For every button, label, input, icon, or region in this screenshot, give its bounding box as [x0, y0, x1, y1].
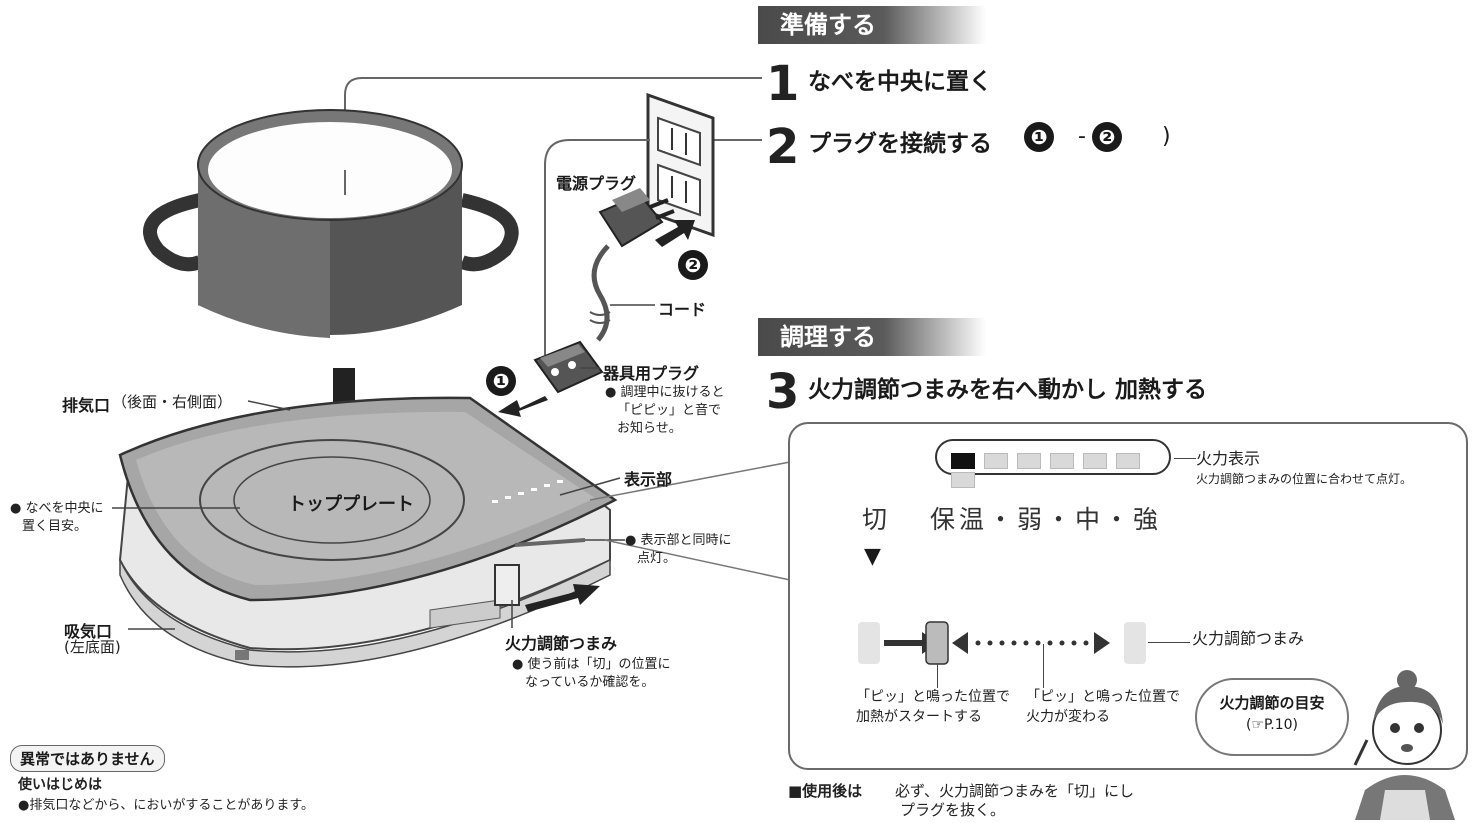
step-2-number: 2 [766, 119, 800, 175]
indicator-leader [1174, 458, 1196, 459]
heat-indicator-segments [951, 450, 1149, 488]
display-sync-note-1: ● 表示部と同時に [625, 533, 732, 548]
power-cord [591, 244, 610, 342]
start-leader [937, 664, 938, 688]
power-plug-illustration [598, 188, 675, 248]
push-arrow-icon [655, 220, 695, 247]
banner-prepare: 準備する [758, 6, 986, 44]
notice-head: 使いはじめは [18, 777, 102, 793]
step-2-close-paren: ) [1162, 124, 1171, 149]
after-use-line-1: 必ず、火力調節つまみを「切」にし [895, 782, 1134, 800]
start-note-1: 「ピッ」と鳴った位置で [856, 689, 1010, 705]
exhaust-note: （後面・右側面） [112, 393, 233, 411]
heat-control-panel: 火力表示 火力調節つまみの位置に合わせて点灯。 切 保温・弱・中・強 ▼ 火力調… [788, 422, 1468, 770]
heat-levels-label: 保温・弱・中・強 [930, 505, 1163, 534]
exhaust-label: 排気口 [62, 396, 111, 415]
heat-indicator-segment [1017, 452, 1041, 469]
knob-label: 火力調節つまみ [505, 634, 618, 653]
display-part-label: 表示部 [624, 470, 673, 489]
after-use-head: ■使用後は [788, 782, 863, 800]
knob-note-2: なっているか確認を。 [525, 675, 655, 690]
panel-connector [589, 461, 791, 501]
heat-indicator-segment [1083, 452, 1107, 469]
start-note-2: 加熱がスタートする [856, 709, 982, 725]
change-note-2: 火力が変わる [1026, 709, 1110, 725]
step-2-ref-2: ❷ [1092, 122, 1122, 152]
appliance-plug-note-3: お知らせ。 [617, 421, 682, 436]
pot-illustration [143, 109, 519, 338]
center-guide-note-2: 置く目安。 [22, 519, 88, 534]
appliance-plug-note-2: 「ピピッ」と音で [617, 403, 722, 418]
step-3-number: 3 [766, 364, 800, 420]
power-plug-label: 電源プラグ [556, 174, 637, 193]
intake-label: 吸気口 [64, 622, 113, 641]
heat-guide-bubble: 火力調節の目安 (☞P.10) [1195, 678, 1349, 756]
appliance-plug-note-1: ● 調理中に抜けると [605, 385, 725, 400]
insert-arrow-icon [498, 396, 548, 417]
leader-line-pot [344, 77, 762, 185]
induction-cooker-illustration [118, 396, 618, 668]
indicator-label: 火力表示 [1196, 449, 1261, 468]
intake-note: (左底面) [64, 638, 121, 656]
step-2-ref-dash: - [1078, 124, 1086, 149]
notice-body: ●排気口などから、においがすることがあります。 [18, 798, 315, 813]
heat-indicator-segment [1050, 452, 1074, 469]
heat-indicator [935, 439, 1171, 488]
step-2-text: プラグを接続する [808, 131, 992, 157]
cord-label: コード [658, 300, 707, 319]
bubble-title: 火力調節の目安 [1219, 694, 1325, 712]
center-guide-note-1: ● なべを中央に [10, 501, 104, 516]
change-leader [1043, 644, 1044, 688]
wall-outlet-illustration [646, 92, 715, 238]
heat-indicator-segment [951, 452, 975, 469]
after-use-line-2: プラグを抜く。 [900, 801, 1006, 819]
bubble-ref-link[interactable]: (☞P.10) [1245, 717, 1298, 733]
heat-off-label: 切 [862, 505, 888, 534]
top-plate-label: トッププレート [288, 494, 414, 515]
display-leader [559, 477, 621, 496]
heat-indicator-segment [951, 471, 975, 488]
exhaust-leader [247, 400, 291, 411]
slide-arrow-icon [525, 584, 600, 612]
appliance-plug-label: 器具用プラグ [603, 364, 700, 383]
knob-note-1: ● 使う前は「切」の位置に [512, 657, 671, 672]
panel-knob-label: 火力調節つまみ [1192, 629, 1305, 648]
step-3-text: 火力調節つまみを右へ動かし 加熱する [808, 377, 1208, 403]
marker-2: ❷ [678, 250, 708, 280]
guide-character-illustration [1353, 670, 1455, 820]
heat-indicator-segment [1116, 452, 1140, 469]
off-arrow-icon: ▼ [864, 544, 881, 569]
plug-cord-guide [544, 139, 650, 355]
step-1-number: 1 [766, 56, 800, 112]
notice-badge: 異常ではありません [10, 745, 165, 772]
panel-connector-2 [604, 539, 791, 581]
appliance-plug-illustration [533, 340, 604, 394]
indicator-note: 火力調節つまみの位置に合わせて点灯。 [1196, 472, 1413, 486]
step-1-text: なべを中央に置く [808, 69, 992, 95]
heat-indicator-segment [984, 452, 1008, 469]
display-sync-note-2: 点灯。 [637, 551, 677, 566]
change-note-1: 「ピッ」と鳴った位置で [1026, 689, 1180, 705]
banner-cook: 調理する [758, 318, 986, 356]
step-2-ref-1: ❶ [1024, 122, 1054, 152]
knob-leader-line [1148, 642, 1190, 643]
marker-1: ❶ [486, 366, 516, 396]
knob-slider-diagram [858, 621, 1146, 665]
